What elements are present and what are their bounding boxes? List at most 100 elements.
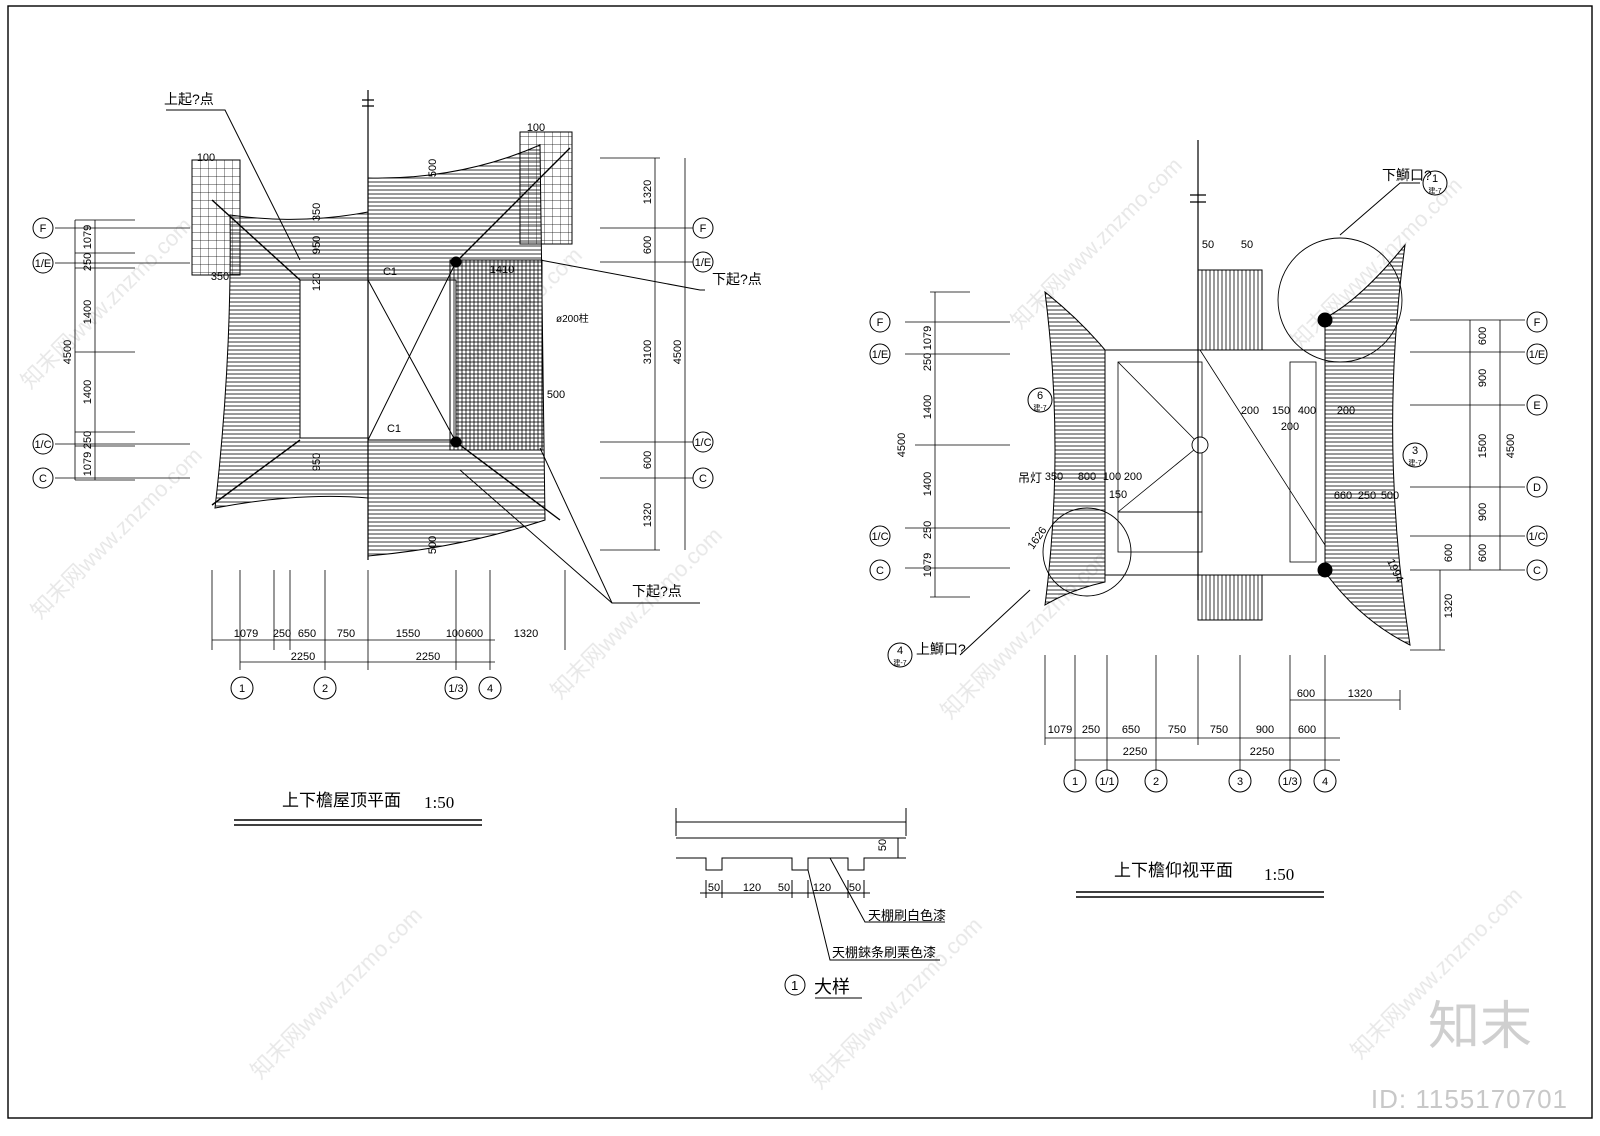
axis-label: F (1534, 317, 1541, 329)
detail-ref-sheet: 建-7 (1428, 186, 1441, 195)
dim-label: 250 (922, 521, 934, 539)
axis-label: 1/E (695, 257, 712, 269)
detail-ref-num: 3 (1412, 445, 1418, 457)
left-plan-scale: 1:50 (424, 793, 454, 812)
drawing-id: ID: 1155170701 (1370, 1084, 1568, 1114)
axis-label: E (1533, 400, 1540, 412)
dim-label: 1400 (922, 395, 934, 419)
dim-label: 500 (547, 389, 565, 401)
dim-label: 3100 (642, 340, 654, 364)
note-lamp: 吊灯 (1018, 471, 1042, 485)
dim-label: 1400 (82, 300, 94, 324)
dim-label: 900 (1477, 503, 1489, 521)
dim-label: 660 (1334, 490, 1352, 502)
watermark-text: 知末网www.znzmo.com (16, 212, 197, 393)
axis-label: 2 (322, 683, 328, 695)
dim-label: 1400 (82, 380, 94, 404)
note-lower-eave: 下鰤口? (1382, 167, 1432, 183)
dim-label: 600 (1298, 724, 1316, 736)
note-column: ø200柱 (556, 312, 589, 325)
dim-label: 120 (743, 882, 761, 894)
detail-ref-num: 4 (897, 645, 903, 657)
watermark-text: 知末网www.znzmo.com (806, 912, 987, 1093)
dim-total: 2250 (1250, 746, 1274, 758)
dim-label: 600 (1297, 688, 1315, 700)
dim-label: 1320 (1348, 688, 1372, 700)
dim-label: 650 (1122, 724, 1140, 736)
dim-label: 1320 (514, 628, 538, 640)
dim-label: 1079 (82, 452, 94, 476)
dim-label: 100 (527, 122, 545, 134)
dim-label: 1079 (1048, 724, 1072, 736)
batten-detail (675, 808, 945, 999)
dim-label: 1079 (922, 553, 934, 577)
axis-label: C (876, 565, 884, 577)
dim-label: 900 (1256, 724, 1274, 736)
dim-label: 800 (1078, 471, 1096, 483)
dim-label: 1320 (1443, 594, 1455, 618)
note-up-point-right: 下起?点 (712, 271, 762, 287)
detail-title: 大样 (814, 977, 850, 997)
axis-label: D (1533, 482, 1541, 494)
right-plan-scale: 1:50 (1264, 865, 1294, 884)
left-plan-title: 上下檐屋顶平面 (282, 791, 401, 810)
title-underline (1076, 891, 1324, 898)
dim-total: 4500 (672, 340, 684, 364)
dim-total: 2250 (291, 651, 315, 663)
dim-label: 200 (1241, 405, 1259, 417)
axis-label: 1/C (1528, 531, 1545, 543)
right-ceiling-plan (905, 140, 1525, 770)
axis-label: 1/E (35, 258, 52, 270)
dim-label: 100 (197, 152, 215, 164)
detail-ref-sheet: 建-7 (1408, 458, 1421, 467)
dim-label: 50 (1241, 239, 1253, 251)
dim-label: 1550 (396, 628, 420, 640)
dim-label: 50 (778, 882, 790, 894)
detail-note-2: 天棚錸条刷栗色漆 (832, 945, 936, 960)
axis-label: 1 (1072, 776, 1078, 788)
dim-label: 600 (1477, 544, 1489, 562)
dim-label: 350 (311, 203, 323, 221)
dim-label: 600 (642, 236, 654, 254)
dim-label: 500 (1381, 490, 1399, 502)
right-plan-axes (869, 170, 1548, 793)
dim-label: 50 (1202, 239, 1214, 251)
note-down-point: 下起?点 (632, 583, 682, 599)
axis-label: 1/C (34, 439, 51, 451)
dim-label: 120 (813, 882, 831, 894)
dim-label: 1320 (642, 180, 654, 204)
detail-note-1: 天棚刷白色漆 (868, 908, 946, 923)
dim-label: 750 (337, 628, 355, 640)
axis-label: F (877, 317, 884, 329)
dim-label: 1079 (82, 225, 94, 249)
dim-label: 400 (1298, 405, 1316, 417)
dim-label: 150 (1272, 405, 1290, 417)
dim-label: 1410 (490, 264, 514, 276)
axis-label: 1 (239, 683, 245, 695)
sheet-border (7, 5, 1593, 1119)
dim-label: 250 (1358, 490, 1376, 502)
axis-label: 1/1 (1099, 776, 1114, 788)
dim-label: 100 (446, 628, 464, 640)
detail-num: 1 (791, 978, 798, 993)
member-label: C1 (387, 423, 401, 435)
axis-label: 1/C (694, 437, 711, 449)
dim-label: 250 (82, 253, 94, 271)
dim-label: 50 (849, 882, 861, 894)
axis-label: 4 (487, 683, 493, 695)
dim-label: 500 (427, 536, 439, 554)
dim-label: 600 (642, 451, 654, 469)
dim-label: 600 (1443, 544, 1455, 562)
dim-total: 4500 (62, 340, 74, 364)
note-upper-eave: 上鰤口? (916, 641, 966, 657)
left-roof-plan (55, 90, 705, 670)
dim-label: 50 (877, 839, 889, 851)
dim-label: 250 (922, 353, 934, 371)
dim-label: 200 (1124, 471, 1142, 483)
dim-label: 250 (1082, 724, 1100, 736)
dim-label: 250 (82, 431, 94, 449)
axis-label: 3 (1237, 776, 1243, 788)
dim-label: 1400 (922, 472, 934, 496)
